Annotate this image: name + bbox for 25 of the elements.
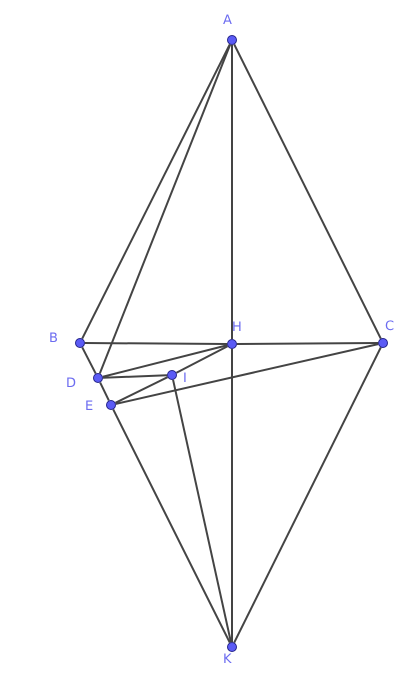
line-segment [102, 374, 168, 379]
line-segment [98, 44, 232, 374]
line-segment [81, 346, 97, 374]
line-segment [176, 345, 228, 374]
line-segment [237, 342, 378, 345]
line-segment [99, 382, 110, 401]
line-segment [112, 409, 231, 643]
point-label: H [232, 320, 242, 335]
line-segment [172, 380, 232, 642]
point-label: A [223, 13, 232, 28]
point-label: I [183, 371, 187, 386]
point-label: C [385, 319, 394, 334]
line-segment [116, 343, 378, 405]
line-segment [115, 376, 168, 404]
point-label: E [85, 399, 94, 414]
point-label: B [49, 331, 58, 346]
line-segment [231, 349, 233, 642]
line-segment [81, 44, 231, 339]
line-segment [85, 342, 227, 345]
line-segment [102, 344, 228, 378]
line-segment [233, 347, 382, 643]
point-label: D [66, 376, 76, 391]
line-segment [233, 44, 382, 339]
line-segment [231, 45, 233, 339]
point-label: K [223, 652, 232, 667]
